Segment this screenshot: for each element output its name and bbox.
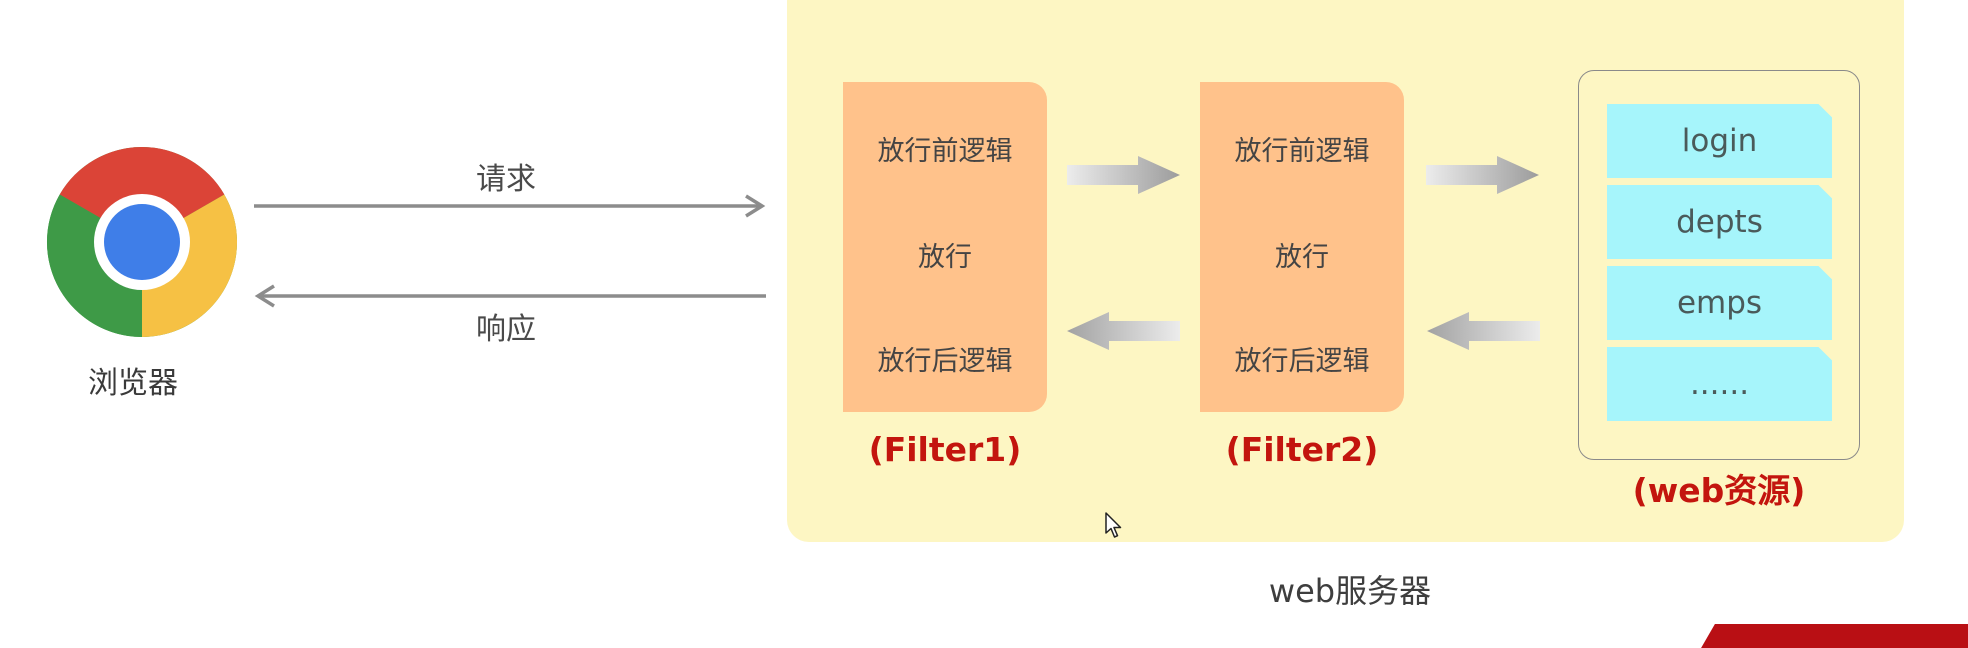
mouse-cursor-icon <box>1105 512 1122 538</box>
filter2-after-logic: 放行后逻辑 <box>1234 346 1370 377</box>
resource-more: ...... <box>1607 347 1832 421</box>
filter1-box: 放行前逻辑 放行 放行后逻辑 <box>843 82 1047 412</box>
request-arrow <box>254 194 766 218</box>
filter1-after-logic: 放行后逻辑 <box>877 346 1013 377</box>
web-resources-label: (web资源) <box>1632 471 1806 510</box>
response-label: 响应 <box>476 312 536 347</box>
resource-login: login <box>1607 104 1832 178</box>
response-arrow <box>254 284 766 308</box>
filter2-before-logic: 放行前逻辑 <box>1234 136 1370 167</box>
web-resources-frame <box>1578 70 1860 460</box>
browser-label: 浏览器 <box>88 366 178 401</box>
filter2-box: 放行前逻辑 放行 放行后逻辑 <box>1200 82 1404 412</box>
resource-depts: depts <box>1607 185 1832 259</box>
filter1-pass: 放行 <box>918 242 972 273</box>
web-server-label: web服务器 <box>1268 572 1432 610</box>
filter2-label: (Filter2) <box>1225 430 1379 469</box>
corner-decoration-strip <box>1701 624 1968 648</box>
request-response-arrows <box>254 194 766 308</box>
request-label: 请求 <box>476 162 536 197</box>
filter2-pass: 放行 <box>1275 242 1329 273</box>
filter1-label: (Filter1) <box>868 430 1022 469</box>
filter1-before-logic: 放行前逻辑 <box>877 136 1013 167</box>
chrome-browser-icon <box>46 146 238 337</box>
resource-emps: emps <box>1607 266 1832 340</box>
